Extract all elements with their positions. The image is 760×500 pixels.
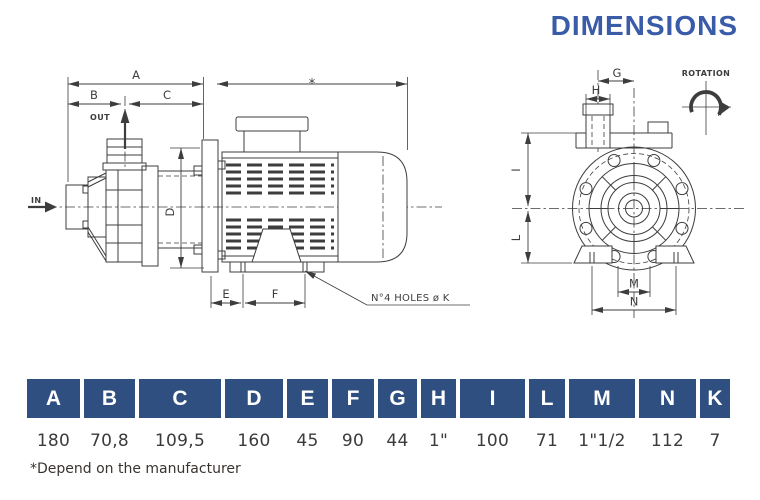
table-header-K: K xyxy=(700,379,730,418)
table-header-H: H xyxy=(421,379,456,418)
table-value-E: 45 xyxy=(296,431,319,451)
table-header-G: G xyxy=(378,379,417,418)
side-view-drawing: A * B C D E F OUT IN xyxy=(28,68,470,308)
manufacturer-footnote: *Depend on the manufacturer xyxy=(30,461,241,477)
table-value-K: 7 xyxy=(709,431,721,451)
table-value-M: 1"1/2 xyxy=(578,431,626,451)
out-flow-arrow-icon xyxy=(120,108,130,149)
dim-label-c: C xyxy=(163,88,171,102)
terminal-box xyxy=(235,116,309,132)
dim-label-f: F xyxy=(272,287,279,301)
rotation-arrow-icon xyxy=(689,90,731,117)
pump-feet xyxy=(573,245,695,264)
table-header-N: N xyxy=(639,379,696,418)
table-header-D: D xyxy=(225,379,283,418)
table-value-F: 90 xyxy=(341,431,365,451)
table-value-C: 109,5 xyxy=(154,431,206,451)
table-value-B: 70,8 xyxy=(89,431,130,451)
suction-port xyxy=(575,103,673,149)
table-header-C: C xyxy=(139,379,221,418)
dim-label-d: D xyxy=(163,207,177,216)
rotation-label: ROTATION xyxy=(682,69,731,78)
table-header-E: E xyxy=(287,379,328,418)
table-value-I: 100 xyxy=(475,431,510,451)
front-view-drawing: G H I L M N ROTATION xyxy=(509,66,744,318)
table-header-A: A xyxy=(27,379,80,418)
table-header-M: M xyxy=(569,379,635,418)
dim-label-g: G xyxy=(613,66,622,80)
table-value-G: 44 xyxy=(386,431,409,451)
pump-flange-face xyxy=(572,146,696,271)
motor-body xyxy=(221,116,408,273)
dim-label-asterisk: * xyxy=(309,77,316,92)
table-header-I: I xyxy=(460,379,525,418)
holes-leader: N°4 HOLES ø K xyxy=(304,270,470,306)
dim-label-h: H xyxy=(592,83,601,97)
table-value-L: 71 xyxy=(535,431,559,451)
motor-foot xyxy=(229,261,325,273)
in-flow-arrow-icon xyxy=(28,201,57,213)
table-value-D: 160 xyxy=(237,431,271,451)
dimension-table: A B C D E F G H I L M N K 180 70,8 109,5… xyxy=(27,379,730,451)
dim-label-m: M xyxy=(629,277,639,291)
motor-end-cap xyxy=(337,151,408,263)
dim-label-i: I xyxy=(509,168,523,171)
out-label: OUT xyxy=(90,113,110,122)
table-value-A: 180 xyxy=(36,431,71,451)
table-header-B: B xyxy=(84,379,135,418)
in-label: IN xyxy=(31,196,41,205)
dim-label-a: A xyxy=(132,68,140,82)
dim-label-n: N xyxy=(630,295,639,309)
table-header-F: F xyxy=(332,379,374,418)
table-header-L: L xyxy=(529,379,565,418)
page-title: DIMENSIONS xyxy=(550,10,738,41)
table-value-H: 1" xyxy=(428,431,449,451)
rotation-indicator: ROTATION xyxy=(682,69,731,135)
mounting-flange xyxy=(201,139,219,273)
pump-head xyxy=(65,138,203,267)
table-value-N: 112 xyxy=(650,431,685,451)
dim-label-e: E xyxy=(222,287,229,301)
holes-note: N°4 HOLES ø K xyxy=(371,293,450,304)
dim-label-b: B xyxy=(90,88,98,102)
dim-label-l: L xyxy=(509,234,523,241)
technical-drawing: A * B C D E F OUT IN xyxy=(28,66,744,318)
